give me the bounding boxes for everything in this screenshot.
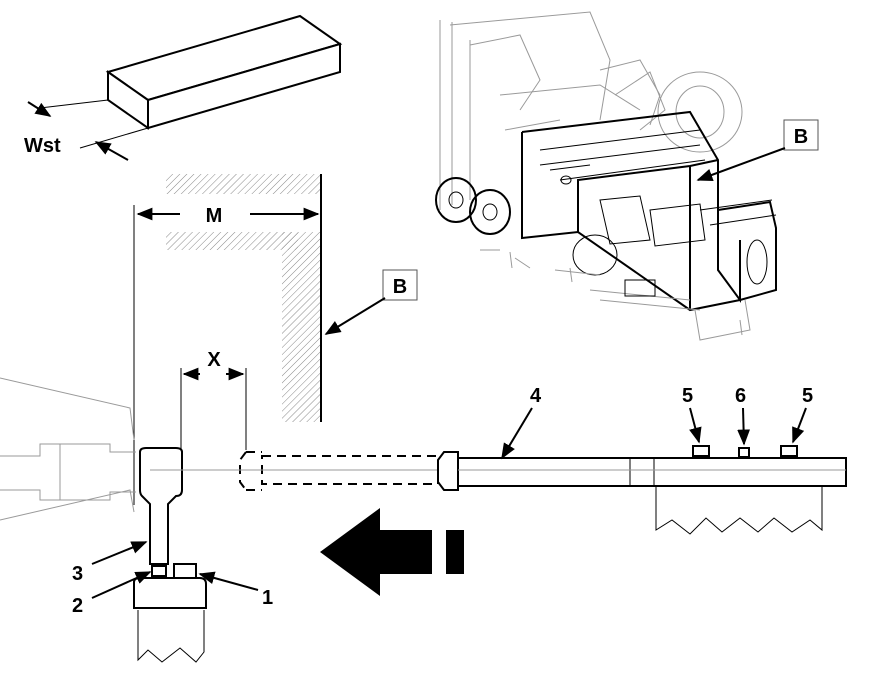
spindle-housing: [0, 377, 136, 521]
tool-assembly: [133, 447, 207, 663]
wst-dimension: [27, 99, 149, 161]
m-label: M: [206, 205, 223, 227]
callout-4: 4: [530, 385, 542, 407]
x-label: X: [207, 349, 221, 371]
x-dimension: [180, 367, 247, 450]
b-machine-box: [783, 119, 819, 151]
wst-label: Wst: [24, 135, 61, 157]
callout-1: 1: [262, 587, 273, 609]
workpiece-block-icon: [105, 14, 343, 130]
setting-gauge: [200, 445, 847, 535]
b-machine-leader: [696, 147, 786, 182]
callout-5b: 5: [802, 385, 813, 407]
b-section-label: B: [393, 276, 407, 298]
machine-wall-section: [166, 174, 322, 422]
callout-2: 2: [72, 595, 83, 617]
callout-6: 6: [735, 385, 746, 407]
b-section-box: [382, 269, 418, 301]
b-machine-label: B: [794, 126, 808, 148]
b-section-leader: [324, 297, 386, 335]
direction-arrow-icon: [320, 508, 464, 596]
m-dimension: [133, 205, 320, 505]
callout-5a: 5: [682, 385, 693, 407]
machine-overview-icon: [435, 11, 777, 341]
callout-3: 3: [72, 563, 83, 585]
